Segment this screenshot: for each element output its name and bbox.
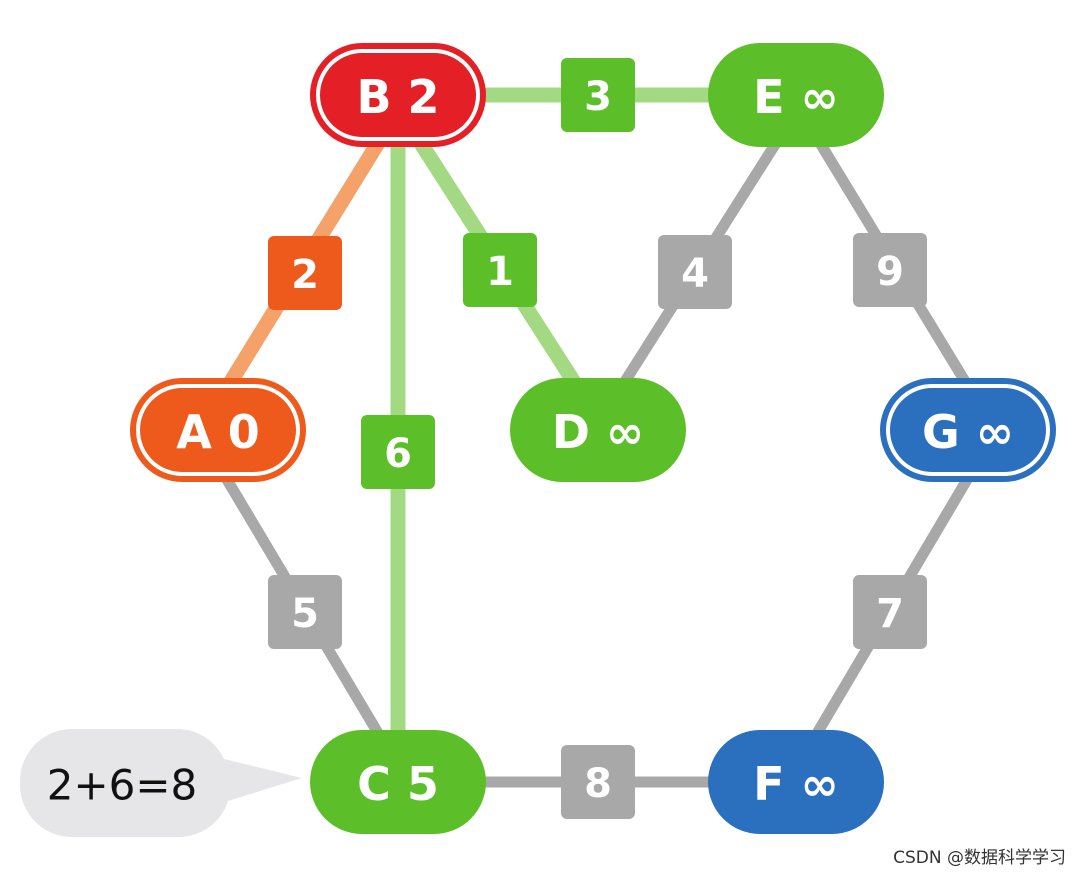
edge-weight-B-A: 2 <box>291 252 319 298</box>
node-C-label: C 5 <box>357 757 439 811</box>
edge-weights-layer: 3 2 6 1 4 9 5 7 8 <box>268 58 927 819</box>
node-C: C 5 <box>310 730 486 834</box>
node-A-shape <box>130 378 306 482</box>
callout-text: 2+6=8 <box>47 761 198 810</box>
callout-bubble-shape <box>20 729 302 837</box>
edge-weight-C-F: 8 <box>584 761 612 807</box>
edge-weight-G-F: 7 <box>876 591 904 637</box>
edge-weight-box-B-C <box>361 415 435 489</box>
node-E-label: E ∞ <box>753 70 839 124</box>
edge-weight-B-C: 6 <box>384 431 412 477</box>
callout-bubble: 2+6=8 <box>20 729 302 837</box>
node-G-label: G ∞ <box>922 405 1014 459</box>
node-A-inner-ring <box>136 384 300 476</box>
edge-weight-box-B-D <box>463 233 537 307</box>
node-F-label: F ∞ <box>753 757 839 811</box>
node-E: E ∞ <box>708 43 884 147</box>
edge-weight-box-C-F <box>561 745 635 819</box>
node-E-shape <box>708 43 884 147</box>
node-F-shape <box>708 730 884 834</box>
watermark-text: CSDN @数据科学学习 <box>893 848 1066 868</box>
node-D-shape <box>510 378 686 482</box>
node-A-label: A 0 <box>176 405 260 459</box>
node-A: A 0 <box>130 378 306 482</box>
node-F: F ∞ <box>708 730 884 834</box>
node-B-shape <box>310 43 486 147</box>
edge-weight-box-B-A <box>268 236 342 310</box>
edge-weight-box-G-F <box>853 575 927 649</box>
nodes-layer: B 2 E ∞ A 0 D ∞ G ∞ C 5 F ∞ <box>130 43 1056 834</box>
node-B-inner-ring <box>316 49 480 141</box>
node-G-inner-ring <box>886 384 1050 476</box>
edge-weight-box-E-G <box>853 233 927 307</box>
node-G-shape <box>880 378 1056 482</box>
node-D: D ∞ <box>510 378 686 482</box>
edge-weight-box-B-E <box>561 58 635 132</box>
node-G: G ∞ <box>880 378 1056 482</box>
node-D-label: D ∞ <box>552 405 645 459</box>
edge-weight-box-A-C <box>268 575 342 649</box>
edge-weight-B-E: 3 <box>584 74 612 120</box>
edge-weight-A-C: 5 <box>291 591 319 637</box>
edge-weight-E-D: 4 <box>681 251 709 297</box>
edge-weight-B-D: 1 <box>486 249 514 295</box>
node-B-label: B 2 <box>356 70 439 124</box>
edge-weight-E-G: 9 <box>876 249 904 295</box>
node-C-shape <box>310 730 486 834</box>
edge-weight-box-E-D <box>658 235 732 309</box>
node-B: B 2 <box>310 43 486 147</box>
